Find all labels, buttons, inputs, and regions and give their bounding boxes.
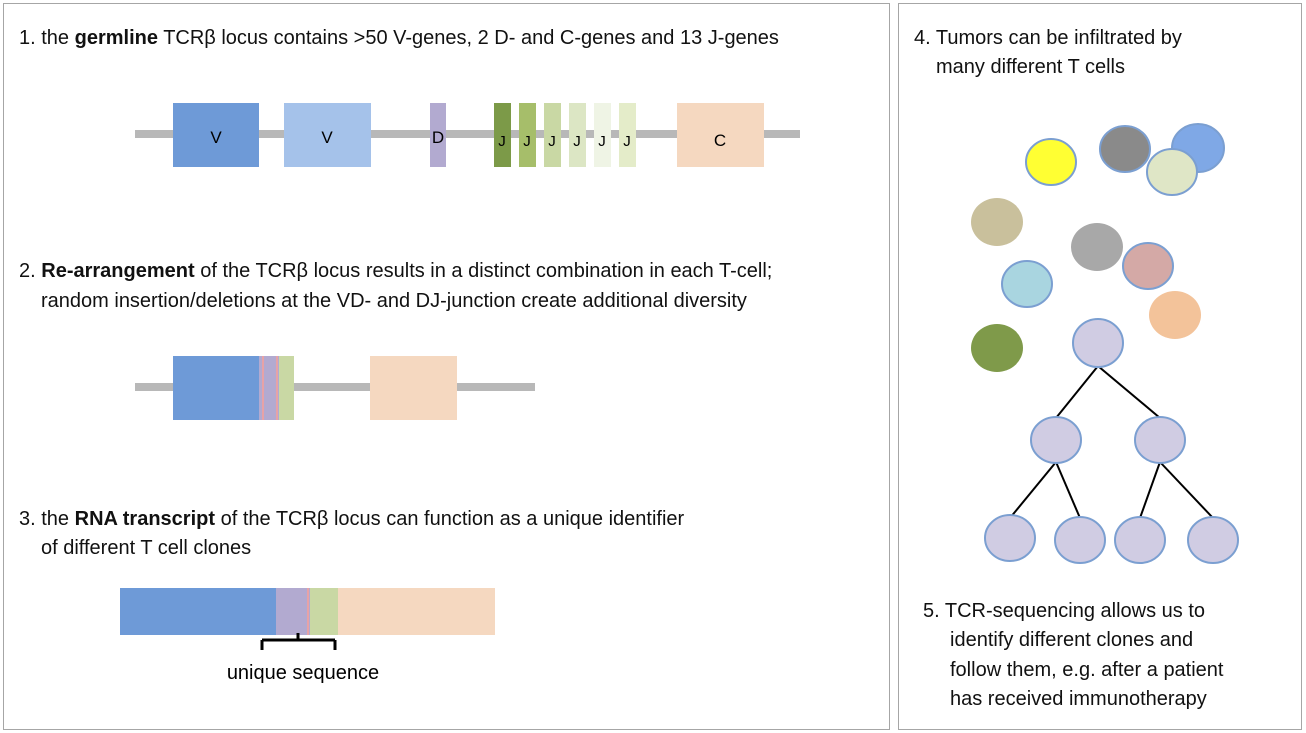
step-3-text: 3. the RNA transcript of the TCRβ locus … [19,504,684,534]
tree-edge [1139,461,1161,519]
germline-v-label-1: V [210,128,222,147]
tree-edge [1055,365,1099,419]
germline-j-label-2: J [523,133,531,150]
germline-j-label-5: J [598,133,606,150]
t-cell-tan [971,198,1023,246]
tree-node-leaf-1 [984,514,1036,562]
rearranged-backbone [135,383,535,391]
tree-edge [1055,461,1081,519]
rearranged-c-segment [370,356,457,420]
step-5-line1: TCR-sequencing allows us to [944,600,1206,622]
tree-edge [1097,365,1161,419]
rearranged-j-segment [279,356,294,420]
tree-edges [1009,365,1214,519]
transcript-junction [307,588,309,635]
step-1-pre: the [41,27,70,49]
germline-j-label-6: J [623,133,631,150]
rearranged-junction-dj [276,356,278,420]
t-cell-yellow [1025,138,1077,186]
germline-j-gene-2 [519,103,536,167]
germline-v-gene-1 [173,103,259,167]
step-2-line2: random insertion/deletions at the VD- an… [41,290,747,312]
germline-c-label: C [714,131,726,150]
germline-locus: V V D J J J J J J C [135,103,800,167]
step-5-line4: has received immunotherapy [950,688,1207,710]
germline-d-label: D [432,128,444,147]
step-3-bold: RNA transcript [74,508,216,530]
t-cell-olive [971,324,1023,372]
rearranged-junction-vd [262,356,264,420]
tree-edge [1009,461,1057,519]
germline-c-gene [677,103,764,167]
germline-j-label-1: J [498,133,506,150]
rna-transcript: unique sequence [120,588,495,684]
rearranged-locus [135,356,535,420]
step-2-number: 2. [19,260,36,282]
step-4-text: 4. Tumors can be infiltrated by [914,23,1182,53]
tumor-t-cells [971,123,1225,372]
step-1-post: TCRβ locus contains >50 V-genes, 2 D- an… [163,27,779,49]
tree-node-l1-right [1134,416,1186,464]
tree-node-leaf-2 [1054,516,1106,564]
t-cell-peach [1149,291,1201,339]
tree-node-l1-left [1030,416,1082,464]
step-1-number: 1. [19,27,36,49]
step-4-line2: many different T cells [936,56,1125,78]
germline-backbone [135,130,800,138]
germline-j-gene-1 [494,103,511,167]
step-5-line2: identify different clones and [950,629,1194,651]
step-5-number: 5. [923,600,940,622]
step-5-text: 5. TCR-sequencing allows us to [923,596,1205,626]
t-cell-light-green [1146,148,1198,196]
t-cell-gray [1099,125,1151,173]
step-2-post: of the TCRβ locus results in a distinct … [200,260,773,282]
unique-sequence-bracket [260,633,337,650]
step-3-number: 3. [19,508,36,530]
step-3-line2: of different T cell clones [41,537,252,559]
germline-d-gene [430,103,446,167]
t-cell-light-blue [1001,260,1053,308]
transcript-v-segment [120,588,276,635]
tree-node-root [1072,318,1124,368]
germline-j-gene-3 [544,103,561,167]
step-3-post: of the TCRβ locus can function as a uniq… [220,508,685,530]
germline-j-gene-6 [619,103,636,167]
step-4-line1: Tumors can be infiltrated by [935,27,1182,49]
transcript-c-segment [338,588,495,635]
rearranged-v-segment [173,356,259,420]
step-1-bold: germline [74,27,158,49]
step-2-bold: Re-arrangement [41,260,195,282]
germline-j-label-3: J [548,133,556,150]
step-1-text: 1. the germline TCRβ locus contains >50 … [19,23,779,53]
tree-node-leaf-3 [1114,516,1166,564]
germline-v-gene-2 [284,103,371,167]
tree-node-leaf-4 [1187,516,1239,564]
unique-sequence-label: unique sequence [227,662,379,684]
germline-j-gene-5 [594,103,611,167]
t-cell-silver [1071,223,1123,271]
transcript-j-segment [310,588,338,635]
step-4-number: 4. [914,27,931,49]
step-2-text: 2. Re-arrangement of the TCRβ locus resu… [19,256,772,286]
transcript-d-segment [276,588,310,635]
step-5-line3: follow them, e.g. after a patient [950,659,1224,681]
t-cell-rose [1122,242,1174,290]
tree-edge [1159,461,1214,519]
germline-v-label-2: V [321,128,333,147]
germline-j-gene-4 [569,103,586,167]
step-3-pre: the [41,508,70,530]
clonal-expansion-tree [984,318,1239,564]
germline-j-label-4: J [573,133,581,150]
